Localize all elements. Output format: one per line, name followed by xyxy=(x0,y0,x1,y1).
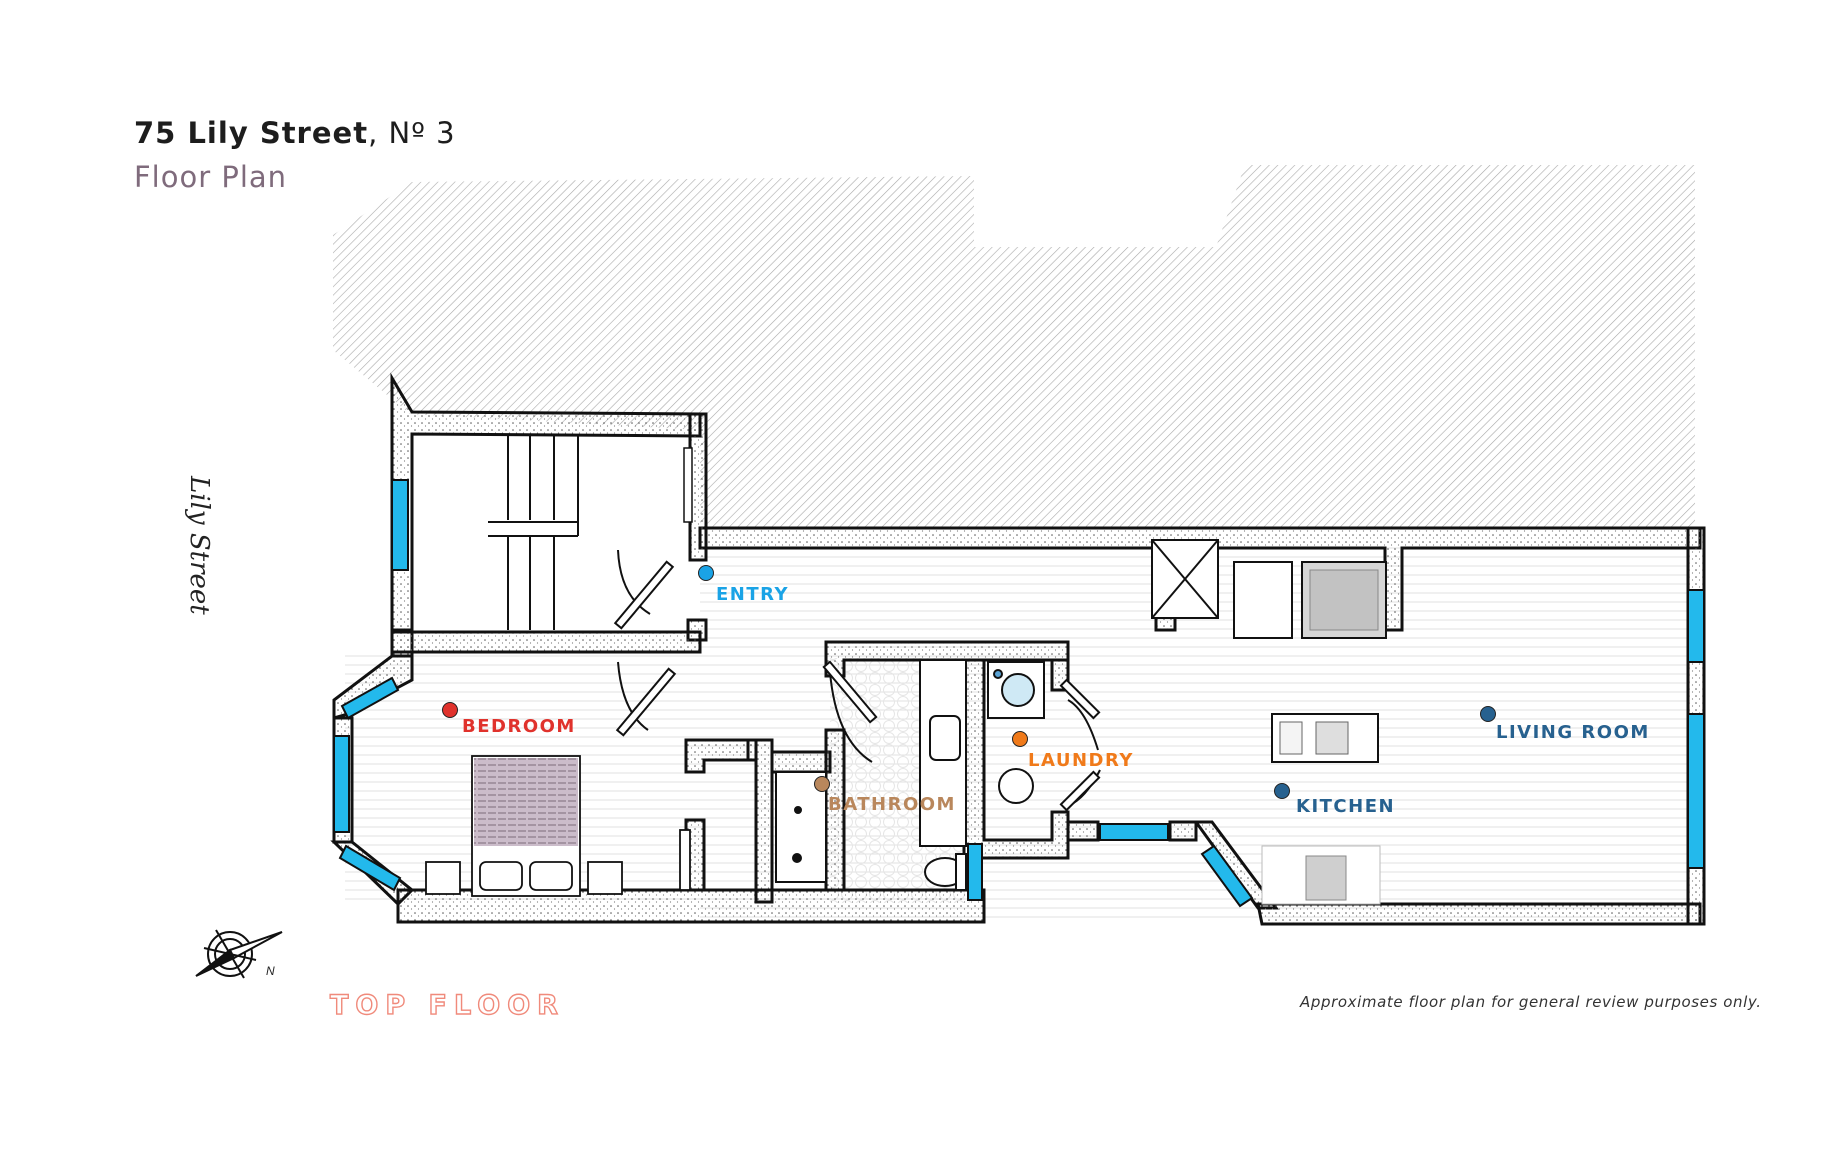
bathroom-window xyxy=(967,843,983,901)
bedroom-dot xyxy=(442,702,458,718)
bedroom-label: BEDROOM xyxy=(462,716,576,737)
kitchen-dot xyxy=(1274,783,1290,799)
living-room-label: LIVING ROOM xyxy=(1496,722,1650,743)
windows xyxy=(333,479,1705,908)
stair-window xyxy=(391,479,409,571)
staircase xyxy=(488,434,693,630)
living-window-lower-left xyxy=(1099,823,1169,841)
entry-label: ENTRY xyxy=(716,584,790,605)
walls xyxy=(330,372,1706,926)
street-label: Lily Street xyxy=(184,476,214,615)
bay-window-bottom xyxy=(338,844,402,892)
compass-icon xyxy=(195,929,283,979)
bathroom-dot xyxy=(814,776,830,792)
bay-window-middle xyxy=(333,735,350,833)
laundry-label: LAUNDRY xyxy=(1028,750,1134,771)
address-label: 75 Lily Street xyxy=(134,116,369,150)
disclaimer-text: Approximate floor plan for general revie… xyxy=(1300,993,1762,1011)
entry-dot xyxy=(698,565,714,581)
laundry-appliances xyxy=(987,661,1045,804)
living-window-diagonal xyxy=(1200,844,1254,908)
stair-floor xyxy=(412,434,692,630)
kitchen-fixtures xyxy=(1151,539,1387,905)
compass-north-label: N xyxy=(266,964,275,978)
floor-label: TOP FLOOR xyxy=(329,989,565,1021)
unit-label: Nº 3 xyxy=(388,116,456,150)
living-window-right-2 xyxy=(1687,713,1705,869)
page-title: 75 Lily Street, Nº 3 xyxy=(134,116,456,150)
living-window-right-1 xyxy=(1687,589,1705,663)
laundry-dot xyxy=(1012,731,1028,747)
bedroom-furniture xyxy=(425,755,691,897)
kitchen-label: KITCHEN xyxy=(1296,796,1396,817)
hatched-roof-area xyxy=(333,165,1695,528)
bathroom-fixtures xyxy=(775,659,967,891)
living-room-dot xyxy=(1480,706,1496,722)
doors xyxy=(613,549,1101,812)
page-subtitle: Floor Plan xyxy=(134,160,288,194)
bathroom-label: BATHROOM xyxy=(828,794,956,815)
bay-window-top xyxy=(340,676,400,720)
